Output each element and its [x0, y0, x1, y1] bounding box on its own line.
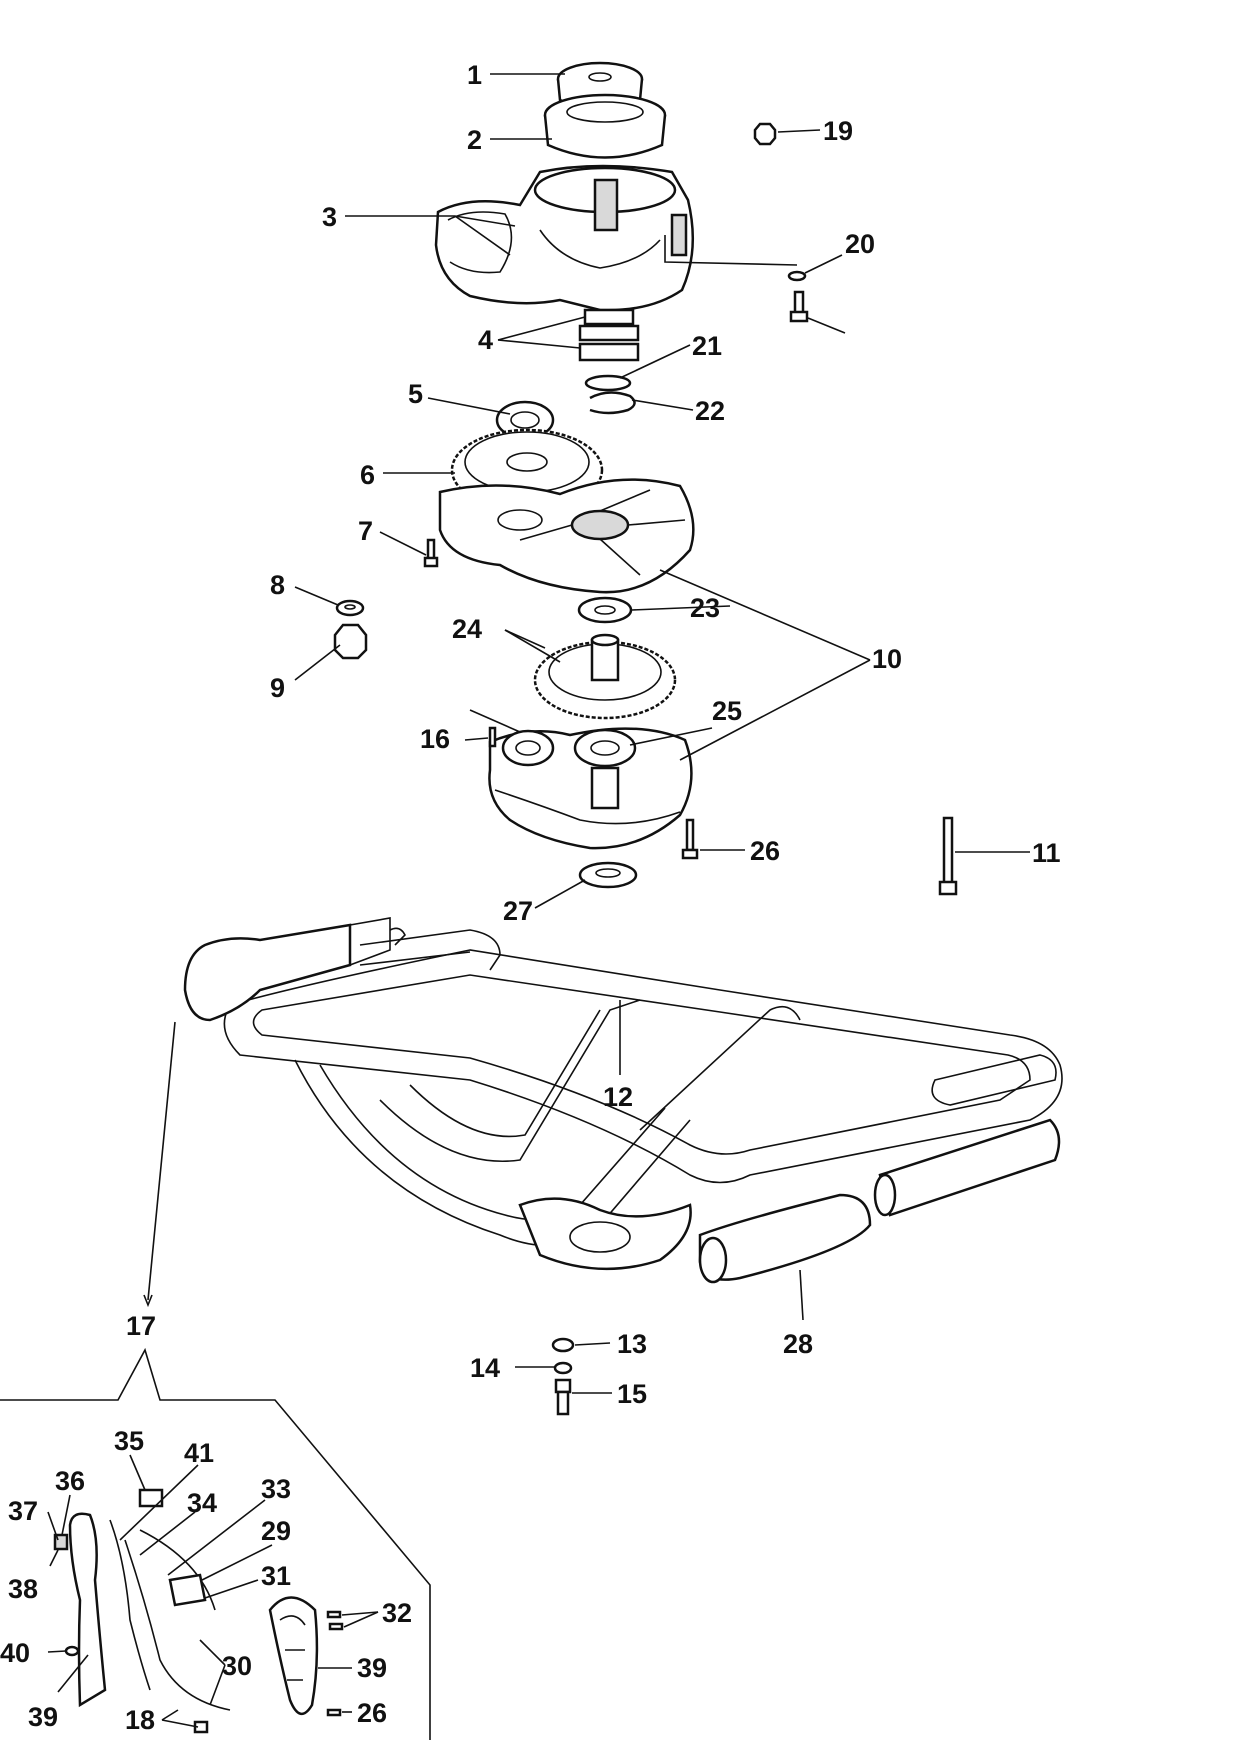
- callout-17: 17: [126, 1311, 156, 1341]
- callout-20: 20: [845, 229, 875, 259]
- callout-27: 27: [503, 896, 533, 926]
- part-13-washer: [551, 1337, 575, 1353]
- part-4-shaft-bearings: [578, 308, 640, 362]
- callout-14: 14: [470, 1353, 500, 1383]
- callout-34: 34: [187, 1488, 217, 1518]
- part-7-screw-right: [789, 290, 809, 323]
- part-15-bolt: [554, 1378, 572, 1416]
- part-27-seal: [578, 861, 638, 889]
- callout-25: 25: [712, 696, 742, 726]
- callout-1: 1: [467, 60, 482, 90]
- part-11-long-bolt: [938, 816, 958, 896]
- callout-38: 38: [8, 1574, 38, 1604]
- part-12-tube-end: [873, 1118, 1061, 1217]
- callout-37: 37: [8, 1496, 38, 1526]
- callout-32: 32: [382, 1598, 412, 1628]
- callout-19: 19: [823, 116, 853, 146]
- callout-13: 13: [617, 1329, 647, 1359]
- callout-15: 15: [617, 1379, 647, 1409]
- part-10-middle-plate: [438, 478, 695, 594]
- callout-8: 8: [270, 570, 285, 600]
- callout-labels: 1 2 3 4 5 6 7 8 9 10 11 12 13 14 15 16 1…: [0, 60, 1061, 1735]
- callout-7-left: 7: [358, 516, 373, 546]
- callout-35: 35: [114, 1426, 144, 1456]
- callout-18: 18: [125, 1705, 155, 1735]
- part-14-lock-washer: [553, 1361, 573, 1375]
- callout-9: 9: [270, 673, 285, 703]
- callout-26-upper: 26: [750, 836, 780, 866]
- callout-10: 10: [872, 644, 902, 674]
- part-16-pin: [488, 726, 497, 748]
- callout-3: 3: [322, 202, 337, 232]
- part-22-circlip: [589, 391, 636, 415]
- callout-16: 16: [420, 724, 450, 754]
- detail-17-inset-frame: [0, 1021, 431, 1740]
- part-12-frame: [223, 929, 1063, 1271]
- callout-39-left: 39: [28, 1702, 58, 1732]
- callout-28: 28: [783, 1329, 813, 1359]
- callout-33: 33: [261, 1474, 291, 1504]
- callout-40: 40: [0, 1638, 30, 1668]
- part-25-bearing: [573, 728, 637, 810]
- callout-5-upper: 5: [408, 379, 423, 409]
- callout-11: 11: [1032, 838, 1061, 868]
- handle-grip-assembly: [183, 917, 406, 1022]
- callout-22: 22: [695, 396, 725, 426]
- callout-21: 21: [692, 331, 722, 361]
- part-7-screw-left: [423, 538, 439, 568]
- part-23-bearing: [577, 596, 633, 624]
- leader-lines: [47, 73, 1030, 1728]
- callout-4: 4: [478, 325, 493, 355]
- callout-12: 12: [603, 1082, 633, 1112]
- callout-31: 31: [261, 1561, 291, 1591]
- part-9-nut: [333, 623, 368, 660]
- part-24-lower-gear: [533, 633, 677, 720]
- part-5-bearing-lower: [501, 729, 555, 767]
- part-19-nut: [753, 122, 777, 146]
- callout-26-lower: 26: [357, 1698, 387, 1728]
- detail-17-switch-housing: [53, 1488, 231, 1711]
- callout-23: 23: [690, 593, 720, 623]
- callout-36: 36: [55, 1466, 85, 1496]
- callout-24: 24: [452, 614, 482, 644]
- part-26-screw: [681, 818, 699, 860]
- part-28-grip: [698, 1193, 872, 1284]
- callout-39-right: 39: [357, 1653, 387, 1683]
- part-2-coupling-ring: [543, 93, 667, 159]
- part-8-washer: [335, 599, 365, 617]
- part-20-washer: [787, 270, 807, 282]
- part-21-washer: [584, 374, 632, 392]
- detail-17-handle-cover: [193, 1596, 344, 1734]
- part-3-upper-housing: [434, 164, 695, 312]
- callout-41: 41: [184, 1438, 214, 1468]
- callout-6: 6: [360, 460, 375, 490]
- callout-29: 29: [261, 1516, 291, 1546]
- callout-2: 2: [467, 125, 482, 155]
- callout-30: 30: [222, 1651, 252, 1681]
